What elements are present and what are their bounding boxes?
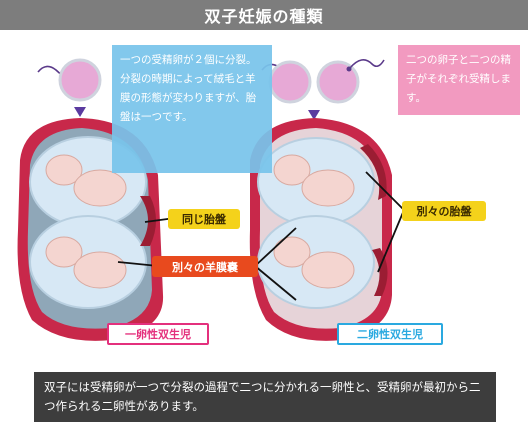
monozygotic-illustration xyxy=(17,58,164,341)
twin-pregnancy-diagram xyxy=(17,58,405,341)
fetus-head-lower-mono xyxy=(45,236,83,268)
fetus-body-lower-mono xyxy=(73,251,127,289)
monozygotic-callout: 一つの受精卵が２個に分裂。分裂の時期によって絨毛と羊膜の形態が変わりますが、胎盤… xyxy=(112,45,272,173)
fetus-head-lower-di xyxy=(273,236,311,268)
title-bar: 双子妊娠の種類 xyxy=(0,0,528,30)
sperm-icon xyxy=(349,59,385,69)
arrow-down-icon xyxy=(74,107,86,117)
fetus-body-upper-mono xyxy=(73,169,127,207)
fetus-head-upper-mono xyxy=(45,154,83,186)
fetus-body-lower-di xyxy=(301,251,355,289)
fetus-body-upper-di xyxy=(301,169,355,207)
separate-placenta-label: 別々の胎盤 xyxy=(402,201,486,221)
page-title: 双子妊娠の種類 xyxy=(204,7,324,26)
egg-icon xyxy=(268,60,312,104)
egg-icon xyxy=(58,58,102,102)
monozygotic-label: 一卵性双生児 xyxy=(107,323,209,345)
arrow-down-icon xyxy=(308,110,320,120)
fetus-head-upper-di xyxy=(273,154,311,186)
same-placenta-label: 同じ胎盤 xyxy=(168,209,240,229)
egg-icon xyxy=(316,60,360,104)
sperm-head-icon xyxy=(346,66,352,72)
separate-amnion-label: 別々の羊膜嚢 xyxy=(152,256,258,277)
dizygotic-callout: 二つの卵子と二つの精子がそれぞれ受精します。 xyxy=(398,45,520,115)
footer-caption: 双子には受精卵が一つで分裂の過程で二つに分かれる一卵性と、受精卵が最初から二つ作… xyxy=(34,372,496,422)
dizygotic-illustration xyxy=(249,59,392,341)
dizygotic-label: 二卵性双生児 xyxy=(337,323,443,345)
